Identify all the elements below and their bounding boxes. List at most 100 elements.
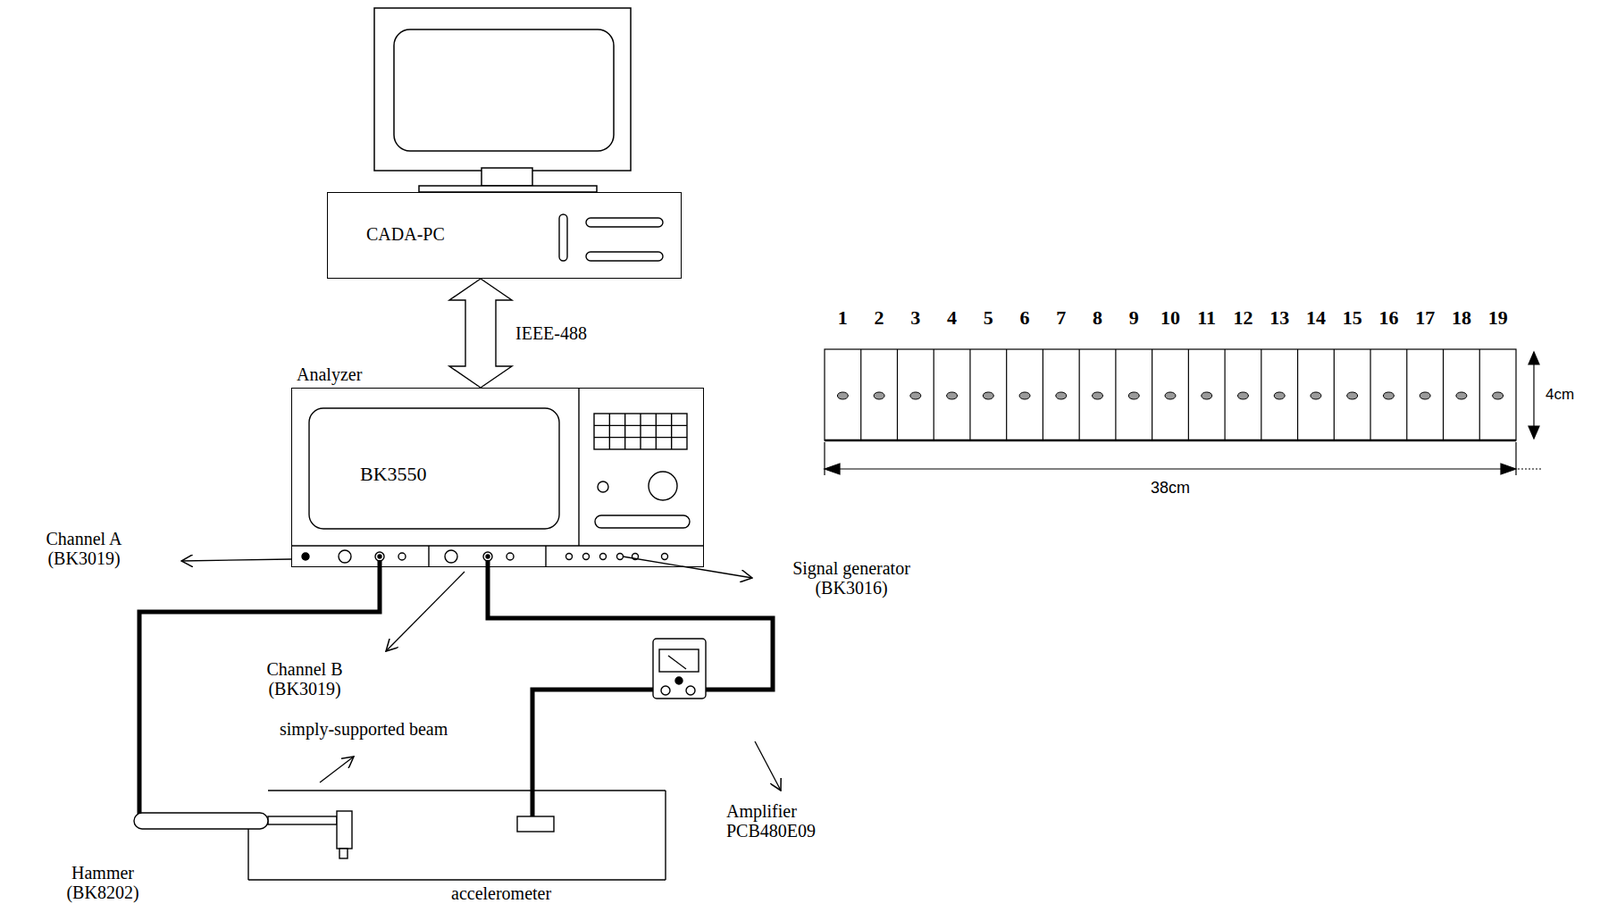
beam-grid-part-part (1456, 392, 1467, 400)
point-number: 16 (1378, 307, 1399, 330)
point-number: 6 (1020, 307, 1031, 330)
impact-hammer (134, 811, 352, 859)
beam-grid-part-part (1369, 349, 1371, 441)
point-number: 9 (1129, 307, 1140, 330)
point-number: 12 (1232, 307, 1253, 330)
device-heading: Analyzer (296, 364, 362, 386)
signal-cable-part (139, 560, 380, 815)
point-number: 17 (1415, 307, 1435, 330)
analyzer-front-part (597, 481, 609, 493)
beam-grid-part-part (1114, 349, 1116, 441)
dimension-line-part (1528, 426, 1540, 439)
leader-arrow-part (622, 556, 753, 579)
pc-drive-slots-part (586, 251, 663, 261)
simply-supported-beam-part (664, 790, 666, 880)
point-number: 3 (910, 307, 921, 330)
analyzer-front (291, 387, 704, 568)
amplifier-label: Amplifier PCB480E09 (726, 801, 847, 842)
beam-grid-part-part (1151, 349, 1153, 441)
beam-grid-part-part (1479, 349, 1481, 441)
beam-grid-part-part (1333, 349, 1335, 441)
analyzer-front-part (483, 552, 493, 562)
simply-supported-beam-part (247, 829, 249, 880)
analyzer-front-part (544, 545, 546, 568)
amplifier-part (661, 686, 671, 696)
dimension-label: 4cm (1545, 385, 1575, 403)
analyzer-box: AnalyzerBK3550 (291, 387, 704, 568)
beam-grid-part-part (982, 392, 994, 400)
simply-supported-beam-part (268, 789, 666, 791)
dimension-line-part (1517, 468, 1542, 470)
analyzer-front-part (377, 554, 382, 559)
impact-hammer-part (339, 848, 348, 859)
generator-label: Signal generator (BK3016) (766, 558, 937, 599)
pc-box: CADA-PC (326, 192, 682, 279)
point-number: 11 (1197, 307, 1216, 330)
amplifier-part (675, 677, 683, 685)
signal-cable-part (487, 560, 773, 690)
monitor-part (374, 8, 631, 171)
dimension-line-part (824, 463, 840, 475)
analyzer-front-part-part (655, 413, 657, 450)
analyzer-front-part (594, 413, 687, 450)
pc-drive-slots-part (559, 214, 568, 261)
beam-label: simply-supported beam (279, 719, 450, 739)
beam-grid-part-part (1164, 392, 1176, 400)
beam-grid-part (837, 349, 1503, 441)
analyzer-front-part (375, 552, 385, 562)
analyzer-front-part-part (594, 425, 687, 427)
pc-drive-slots (559, 214, 663, 261)
simply-supported-beam-part (248, 879, 666, 880)
pc-drive-slots-part (586, 217, 663, 227)
beam-grid-part-part (1273, 392, 1285, 400)
analyzer-front-part (594, 515, 690, 528)
monitor-part (418, 185, 597, 193)
analyzer-front-part (444, 550, 458, 563)
beam-grid-part (824, 349, 1517, 441)
leader-arrow-part (385, 571, 465, 652)
monitor (374, 8, 631, 193)
beam-grid-part-part (1419, 392, 1431, 400)
beam-grid-part-part (1442, 349, 1444, 441)
analyzer-model: BK3550 (360, 462, 428, 486)
analyzer-front-part (427, 545, 429, 568)
beam-grid-part-part (1310, 392, 1322, 400)
beam-grid-part (824, 439, 1517, 443)
leader-arrow-part (754, 741, 781, 791)
amplifier (653, 638, 706, 699)
accelerometer-part (517, 816, 554, 832)
analyzer-front-part (583, 553, 590, 561)
beam-grid-part-part (1201, 392, 1213, 400)
beam-grid-part-part (837, 392, 848, 400)
beam-grid-part-part (1347, 392, 1358, 400)
amplifier-part (653, 638, 706, 699)
beam-grid-part-part (896, 349, 898, 441)
analyzer-front-part-part (670, 413, 672, 450)
beam-grid-part-part (910, 392, 922, 400)
bus-arrow (449, 278, 512, 388)
simply-supported-beam (248, 790, 666, 880)
beam-grid-part-part (1188, 349, 1190, 441)
beam-grid (824, 349, 1517, 441)
analyzer-front-part (506, 552, 514, 561)
amplifier-part (668, 655, 687, 670)
channel-label: Channel B (BK3019) (246, 659, 363, 700)
point-number: 8 (1092, 307, 1103, 330)
impact-hammer-part (268, 816, 337, 825)
dimension-line-part (1500, 463, 1517, 475)
accelerometer (517, 816, 554, 832)
analyzer-front-part (398, 552, 406, 561)
point-number: 19 (1488, 307, 1508, 330)
point-number: 10 (1160, 307, 1181, 330)
analyzer-front-part (648, 471, 678, 501)
pc-label: CADA-PC (366, 224, 445, 245)
amplifier-part (659, 649, 699, 672)
impact-hammer-part (336, 811, 352, 849)
signal-cable-part (532, 689, 662, 817)
beam-grid-part-part (946, 392, 958, 400)
signal-cable (139, 560, 773, 817)
beam-grid-part-part (860, 349, 862, 441)
point-number: 2 (874, 307, 885, 330)
